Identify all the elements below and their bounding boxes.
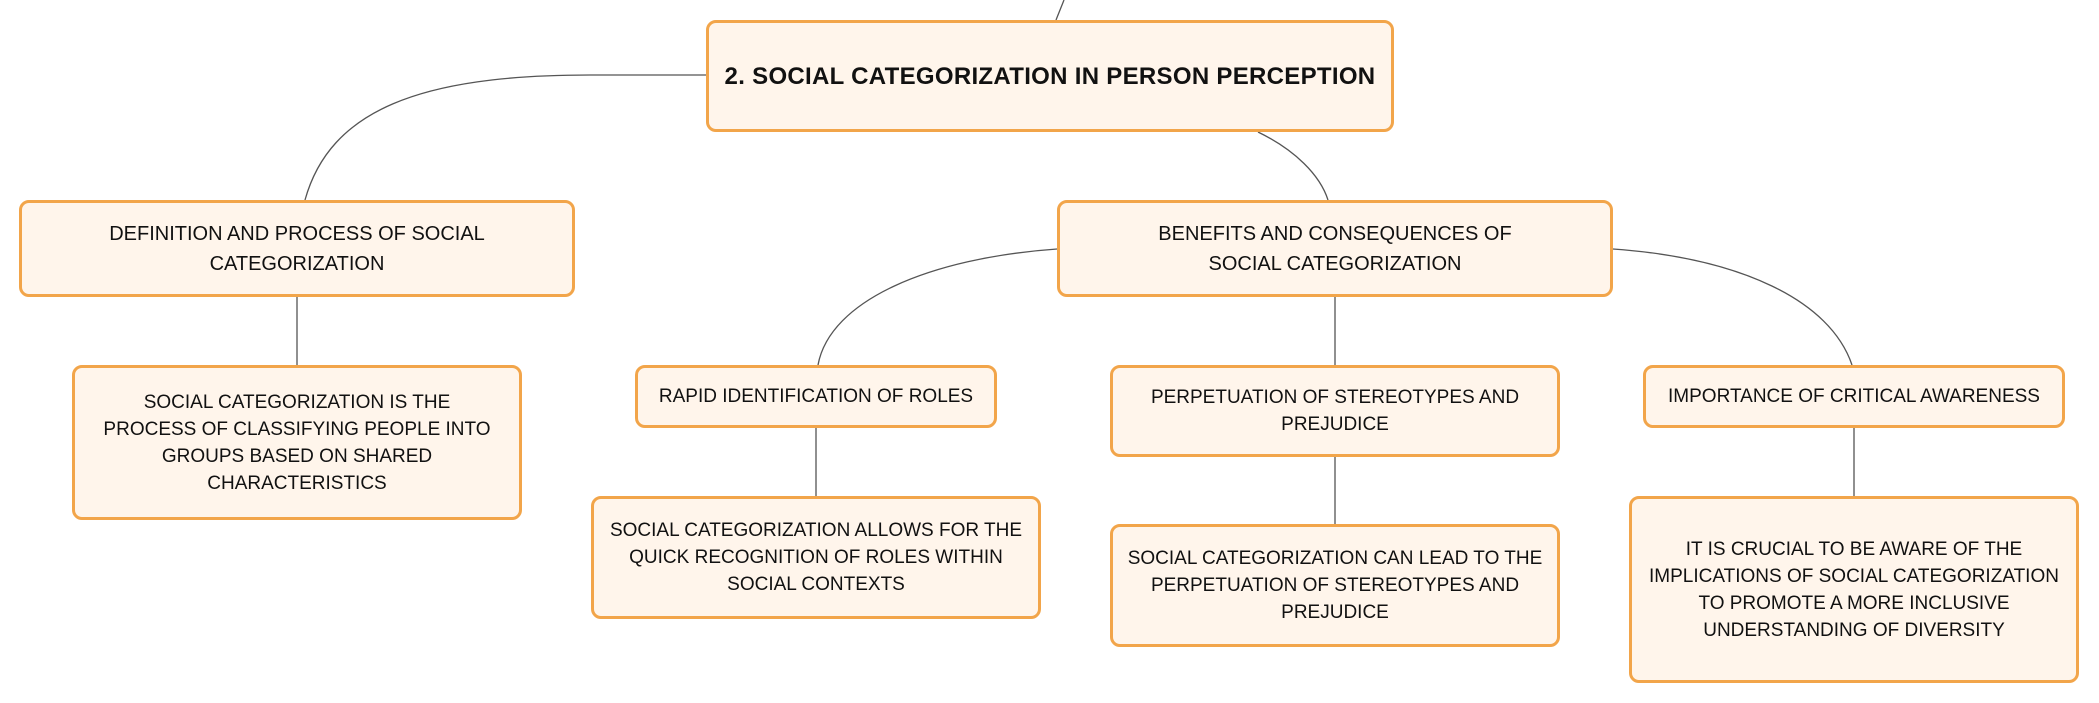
connector-benefits-roles	[817, 248, 1058, 366]
detail-critical-awareness[interactable]: IT IS CRUCIAL TO BE AWARE OF THE IMPLICA…	[1629, 496, 2079, 683]
detail-stereotypes-prejudice[interactable]: SOCIAL CATEGORIZATION CAN LEAD TO THE PE…	[1110, 524, 1560, 647]
topic-stereotypes-prejudice[interactable]: PERPETUATION OF STEREOTYPES AND PREJUDIC…	[1110, 365, 1560, 457]
connector-benefits-awareness	[1612, 248, 1853, 366]
detail-definition-process[interactable]: SOCIAL CATEGORIZATION IS THE PROCESS OF …	[72, 365, 522, 520]
connector-root-benefits	[1257, 131, 1329, 201]
connector-from-parent	[1055, 0, 1065, 21]
topic-rapid-identification[interactable]: RAPID IDENTIFICATION OF ROLES	[635, 365, 997, 428]
topic-benefits-consequences[interactable]: BENEFITS AND CONSEQUENCES OF SOCIAL CATE…	[1057, 200, 1613, 297]
connector-root-definition	[304, 74, 706, 201]
topic-critical-awareness[interactable]: IMPORTANCE OF CRITICAL AWARENESS	[1643, 365, 2065, 428]
root-topic[interactable]: 2. SOCIAL CATEGORIZATION IN PERSON PERCE…	[706, 20, 1394, 132]
detail-rapid-identification[interactable]: SOCIAL CATEGORIZATION ALLOWS FOR THE QUI…	[591, 496, 1041, 619]
topic-definition-process[interactable]: DEFINITION AND PROCESS OF SOCIAL CATEGOR…	[19, 200, 575, 297]
